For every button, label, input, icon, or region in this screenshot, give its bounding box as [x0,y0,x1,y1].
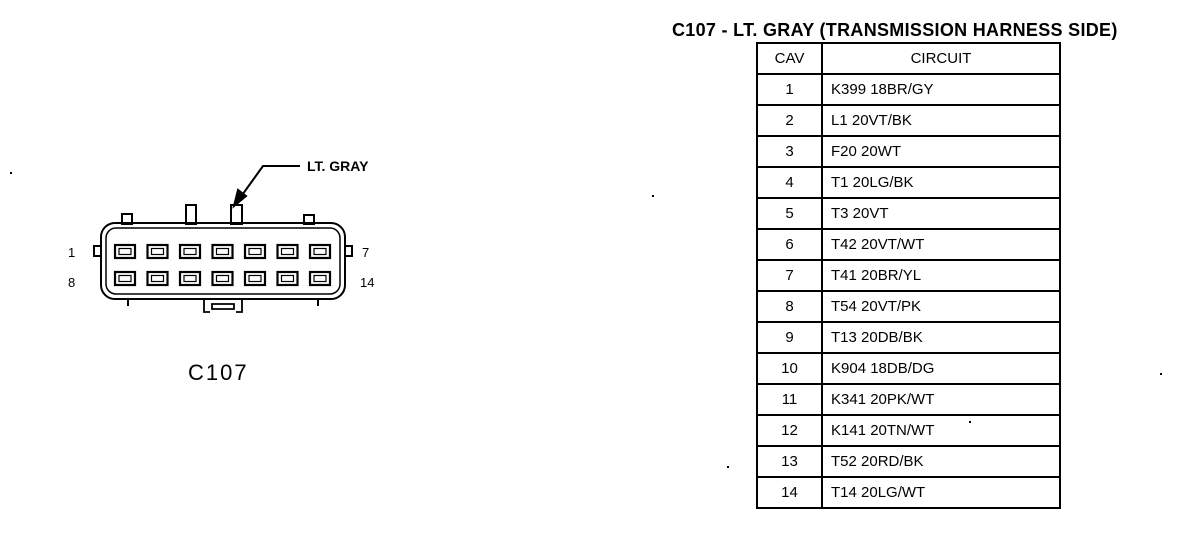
cavity-terminal [118,274,132,283]
cavity-terminal [150,274,165,283]
circuit-cell: T41 20BR/YL [821,259,1061,292]
circuit-cell: F20 20WT [821,135,1061,168]
cav-cell: 7 [756,259,823,292]
connector-cavity [146,270,169,287]
circuit-cell: K341 20PK/WT [821,383,1061,416]
cav-cell: 13 [756,445,823,478]
circuit-cell: T3 20VT [821,197,1061,230]
scan-speck [1160,373,1162,375]
cav-cell: 8 [756,290,823,323]
connector-cavity [113,243,137,260]
circuit-cell: T13 20DB/BK [821,321,1061,354]
callout-arrow-icon [232,188,248,209]
circuit-cell: T42 20VT/WT [821,228,1061,261]
circuit-cell: T54 20VT/PK [821,290,1061,323]
connector-cavity [211,243,234,260]
cav-column-header: CAV [756,42,823,75]
cavity-terminal [118,247,132,256]
circuit-cell: T14 20LG/WT [821,476,1061,509]
cav-cell: 1 [756,73,823,106]
cavity-terminal [248,247,262,256]
connector-id-label: C107 [188,360,249,385]
callout-leader-line [239,165,300,199]
cav-cell: 5 [756,197,823,230]
connector-cavity [146,243,169,260]
circuit-cell: L1 20VT/BK [821,104,1061,137]
cavity-terminal [280,274,295,283]
cav-cell: 2 [756,104,823,137]
circuit-cell: K399 18BR/GY [821,73,1061,106]
connector-cavity [211,270,234,287]
connector-housing [100,222,346,300]
cavity-terminal [313,274,327,283]
pin-label-7: 7 [362,245,369,260]
circuit-column-header: CIRCUIT [821,42,1061,75]
circuit-cell: T1 20LG/BK [821,166,1061,199]
cav-cell: 3 [756,135,823,168]
cav-cell: 9 [756,321,823,354]
scan-speck [969,421,971,423]
side-ear-left [93,245,101,257]
connector-diagram: 1 7 8 14 LT. GRAY C107 [68,158,374,385]
cav-cell: 11 [756,383,823,416]
connector-cavity [178,243,202,260]
connector-cavity [308,270,332,287]
connector-cavity [308,243,332,260]
scan-speck [10,172,12,174]
cavity-terminal [215,274,230,283]
pin-label-1: 1 [68,245,75,260]
cav-cell: 10 [756,352,823,385]
cavity-terminal [280,247,295,256]
table-header-row: CAV CIRCUIT [756,42,1061,75]
circuit-cell: K904 18DB/DG [821,352,1061,385]
pin-label-8: 8 [68,275,75,290]
connector-cavity [276,270,299,287]
cavity-terminal [183,274,197,283]
cavity-terminal [215,247,230,256]
cavity-terminal [248,274,262,283]
cavity-terminal [313,247,327,256]
circuit-cell: T52 20RD/BK [821,445,1061,478]
cavity-terminal [150,247,165,256]
cavity-terminal [183,247,197,256]
connector-cavity [113,270,137,287]
cav-cell: 12 [756,414,823,447]
cav-cell: 4 [756,166,823,199]
callout-label: LT. GRAY [307,158,369,174]
cav-cell: 14 [756,476,823,509]
side-ear-right [345,245,353,257]
scan-speck [652,195,654,197]
circuit-cell: K141 20TN/WT [821,414,1061,447]
connector-cavity [276,243,299,260]
cav-cell: 6 [756,228,823,261]
connector-cavity [178,270,202,287]
latch-tab [185,204,197,225]
table-title: C107 - LT. GRAY (TRANSMISSION HARNESS SI… [672,19,1118,40]
connector-cavity [243,270,267,287]
pin-label-14: 14 [360,275,374,290]
scan-speck [727,466,729,468]
bottom-lock [203,299,243,313]
connector-inner-rim [105,227,341,295]
connector-cavity [243,243,267,260]
